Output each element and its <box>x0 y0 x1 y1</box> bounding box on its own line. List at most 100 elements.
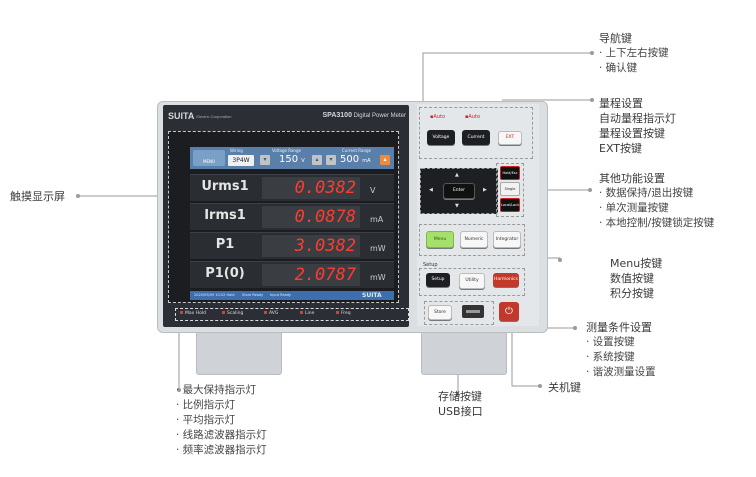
integrator-button[interactable]: Integrator <box>493 231 521 248</box>
voltage-value: 150 <box>279 154 299 165</box>
led-avg: AVG <box>264 311 278 316</box>
navigation-pad: ▲ ▼ ◀ ▶ Enter <box>420 168 498 214</box>
callout-item: · 数据保持/退出按键 <box>599 187 694 199</box>
setup-button-label: Setup <box>431 277 445 282</box>
screen-menu-label: MENU <box>203 159 215 164</box>
ext-button-label: EXT <box>505 135 515 140</box>
row-unit: mA <box>370 215 384 224</box>
chevron-down-icon: ▾ <box>263 156 267 163</box>
status-store: Store Ready <box>242 293 264 297</box>
current-range-label: Current Range <box>342 148 371 153</box>
row-unit: V <box>370 186 376 195</box>
row-value: 2.0787 <box>294 265 356 285</box>
callout-title: 导航键 <box>599 32 632 45</box>
current-unit: mA <box>362 158 371 164</box>
measurement-row[interactable]: P1(0) 2.0787 mW <box>190 261 394 288</box>
chevron-down-icon: ▾ <box>329 156 333 163</box>
callout-line: 触摸显示屏 <box>10 190 65 203</box>
other-group <box>496 163 524 217</box>
setup-button[interactable]: Setup <box>426 273 450 287</box>
usb-slot-icon <box>466 310 480 313</box>
callout-line: 自动量程指示灯 <box>599 112 676 125</box>
callout-item: · 平均指示灯 <box>176 414 236 426</box>
voltage-range-display: 150 V <box>279 154 305 165</box>
enter-button[interactable]: Enter <box>443 183 475 199</box>
usb-port[interactable] <box>462 305 484 318</box>
store-button-label: Store <box>434 310 446 315</box>
local-button-label: Local/Lock <box>501 203 520 207</box>
voltage-button[interactable]: Voltage <box>427 130 455 145</box>
local-lock-button[interactable]: Local/Lock <box>500 198 520 212</box>
current-range-display: 500 mA <box>340 154 371 165</box>
callout-line: 量程设置按键 <box>599 127 665 140</box>
callout-item: · 设置按键 <box>586 336 635 348</box>
segment-display: 2.0787 <box>262 264 360 286</box>
voltage-up-button[interactable]: ▴ <box>312 155 322 165</box>
brand-sub: Electric Corporation <box>196 114 232 120</box>
current-value: 500 <box>340 154 360 165</box>
row-unit: mW <box>370 244 386 253</box>
hold-button-label: Hold/Esc <box>502 171 518 175</box>
callout-navigation: 导航键 · 上下左右按键 · 确认键 <box>599 31 669 76</box>
measurement-row[interactable]: Urms1 0.0382 V <box>190 174 394 201</box>
chevron-up-icon: ▴ <box>383 156 387 163</box>
led-dot: ▪ <box>465 114 469 120</box>
menu-group <box>419 224 525 256</box>
brand-name: SUITA <box>168 111 195 121</box>
row-label: Urms1 <box>201 179 249 194</box>
measurement-row[interactable]: Irms1 0.0878 mA <box>190 203 394 230</box>
power-icon: ⏻ <box>505 306 513 317</box>
callout-menu: Menu按键 数值按键 积分按键 <box>610 256 662 301</box>
current-up-button[interactable]: ▴ <box>380 155 390 165</box>
utility-button[interactable]: Utility <box>459 273 485 289</box>
callout-line: Menu按键 <box>610 257 663 270</box>
range-group <box>419 107 533 159</box>
callout-line: USB接口 <box>438 405 483 418</box>
single-button[interactable]: Single <box>500 182 520 196</box>
hold-esc-button[interactable]: Hold/Esc <box>500 166 520 180</box>
ext-button[interactable]: EXT <box>498 131 522 145</box>
row-label: Irms1 <box>204 208 246 223</box>
callout-item: · 本地控制/按键锁定按键 <box>599 217 715 229</box>
screen-menu-button[interactable]: MENU <box>193 150 225 166</box>
harmonics-button-label: Harmonics <box>494 277 518 282</box>
measurement-row[interactable]: P1 3.0382 mW <box>190 232 394 259</box>
arrow-up-icon[interactable]: ▲ <box>455 172 459 178</box>
callout-item: · 单次测量按键 <box>599 202 669 214</box>
arrow-right-icon[interactable]: ▶ <box>483 187 487 193</box>
store-button[interactable]: Store <box>428 305 452 320</box>
row-label: P1(0) <box>205 266 245 281</box>
arrow-down-icon[interactable]: ▼ <box>455 203 459 209</box>
arrow-left-icon[interactable]: ◀ <box>429 187 433 193</box>
measure-group <box>419 268 525 296</box>
right-foot <box>421 329 507 375</box>
model-desc: Digital Power Meter <box>353 113 406 119</box>
store-group <box>424 301 494 325</box>
power-button[interactable]: ⏻ <box>499 302 519 321</box>
led-max-hold: Max Hold <box>180 311 206 316</box>
screen-status-bar: 2020/09/09 10:02 Hold Store Ready Input … <box>190 291 394 300</box>
row-label: P1 <box>215 237 235 252</box>
callout-item: · 线路滤波器指示灯 <box>176 429 267 441</box>
menu-button[interactable]: Menu <box>426 231 454 248</box>
callout-item: · 最大保持指示灯 <box>176 384 257 396</box>
voltage-down-button[interactable]: ▾ <box>260 155 270 165</box>
callout-touch-screen: 触摸显示屏 <box>10 189 65 204</box>
current-down-button[interactable]: ▾ <box>326 155 336 165</box>
auto-label: Auto <box>468 114 480 120</box>
left-foot <box>196 329 282 375</box>
callout-line: 关机键 <box>548 381 581 394</box>
callout-measure-setup: 测量条件设置 · 设置按键 · 系统按键 · 谐波测量设置 <box>586 320 656 380</box>
current-button[interactable]: Current <box>462 130 490 145</box>
numeric-button-label: Numeric <box>464 237 484 242</box>
callout-line: 存储按键 <box>438 390 482 403</box>
led-freq: Freq <box>336 311 351 316</box>
menu-button-label: Menu <box>433 237 447 242</box>
harmonics-button[interactable]: Harmonics <box>493 273 519 287</box>
wiring-value[interactable]: 3P4W <box>228 155 254 166</box>
voltage-range-label: Voltage Range <box>272 148 301 153</box>
numeric-button[interactable]: Numeric <box>460 231 488 248</box>
callout-item: · 谐波测量设置 <box>586 366 656 378</box>
